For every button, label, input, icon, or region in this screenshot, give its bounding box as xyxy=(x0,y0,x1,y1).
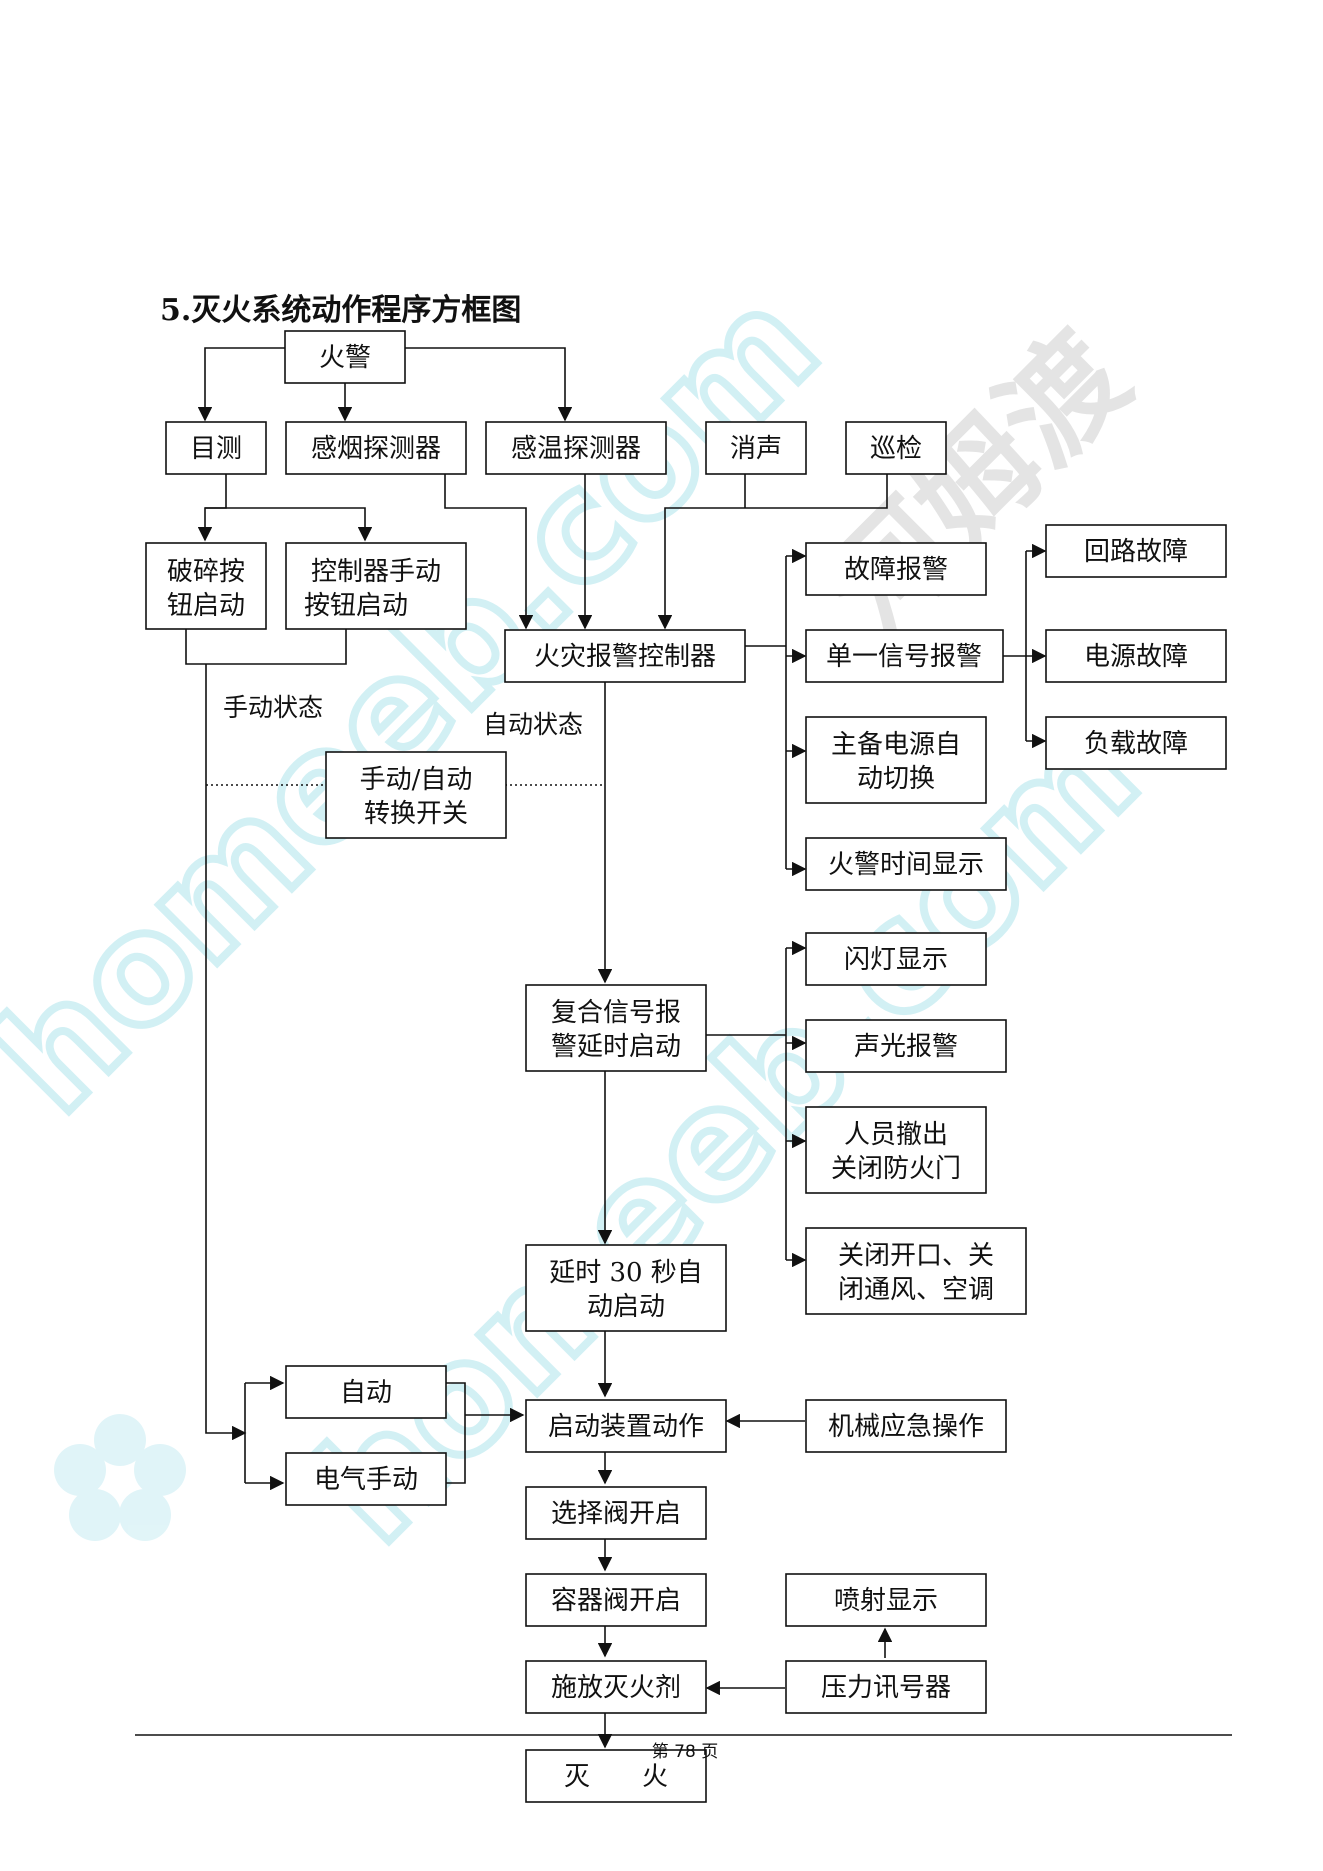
node-label-line1: 关闭开口、关 xyxy=(838,1241,994,1271)
node-pressure-signal: 压力讯号器 xyxy=(785,1660,987,1714)
node-label-line1: 主备电源自 xyxy=(831,730,961,760)
node-evacuate: 人员撤出 关闭防火门 xyxy=(805,1106,987,1194)
node-label-line1: 人员撤出 xyxy=(844,1120,948,1150)
node-label: 施放灭火剂 xyxy=(551,1673,681,1703)
node-label: 感烟探测器 xyxy=(311,434,441,464)
node-label: 自动 xyxy=(340,1378,392,1408)
node-label: 火警 xyxy=(319,343,371,373)
node-selector-valve: 选择阀开启 xyxy=(525,1486,707,1540)
node-label-line2: 动切换 xyxy=(857,764,935,794)
node-label-line2: 按钮启动 xyxy=(304,591,408,621)
node-auto: 自动 xyxy=(285,1365,447,1419)
node-composite-signal: 复合信号报 警延时启动 xyxy=(525,984,707,1072)
node-label: 火灾报警控制器 xyxy=(534,642,716,672)
node-extinguish: 灭 火 xyxy=(525,1749,707,1803)
node-label-line2: 警延时启动 xyxy=(551,1032,681,1062)
node-label: 巡检 xyxy=(870,434,922,464)
node-label-line2: 闭通风、空调 xyxy=(838,1275,994,1305)
node-mechanical-emergency: 机械应急操作 xyxy=(805,1399,1007,1453)
node-label: 电气手动 xyxy=(314,1465,418,1495)
node-fire-alarm: 火警 xyxy=(284,330,406,384)
node-label: 电源故障 xyxy=(1084,642,1188,672)
node-label: 机械应急操作 xyxy=(828,1412,984,1442)
node-electric-manual: 电气手动 xyxy=(285,1452,447,1506)
node-silence: 消声 xyxy=(705,421,807,475)
manual-state-label: 手动状态 xyxy=(223,693,323,722)
node-power-fault: 电源故障 xyxy=(1045,629,1227,683)
watermark-flower-icon xyxy=(54,1414,186,1541)
node-power-auto-switch: 主备电源自 动切换 xyxy=(805,716,987,804)
node-label-line2: 动启动 xyxy=(587,1292,665,1322)
node-label: 声光报警 xyxy=(854,1032,958,1062)
node-spray-display: 喷射显示 xyxy=(785,1573,987,1627)
node-label-line1: 破碎按 xyxy=(167,557,245,587)
node-label: 故障报警 xyxy=(844,555,948,585)
auto-state-label: 自动状态 xyxy=(483,710,583,739)
node-loop-fault: 回路故障 xyxy=(1045,524,1227,578)
node-label: 闪灯显示 xyxy=(844,945,948,975)
node-start-device: 启动装置动作 xyxy=(525,1399,727,1453)
node-label: 负载故障 xyxy=(1084,729,1188,759)
node-label-line2: 转换开关 xyxy=(364,799,468,829)
node-label: 目测 xyxy=(190,434,242,464)
node-mode-switch: 手动/自动 转换开关 xyxy=(325,751,507,839)
node-load-fault: 负载故障 xyxy=(1045,716,1227,770)
node-label: 喷射显示 xyxy=(834,1586,938,1616)
node-fire-alarm-controller: 火灾报警控制器 xyxy=(504,629,746,683)
node-smoke-detector: 感烟探测器 xyxy=(285,421,467,475)
node-label: 回路故障 xyxy=(1084,537,1188,567)
node-label: 选择阀开启 xyxy=(551,1499,681,1529)
node-label: 灭 火 xyxy=(564,1762,668,1792)
node-label: 压力讯号器 xyxy=(821,1673,951,1703)
node-temp-detector: 感温探测器 xyxy=(485,421,667,475)
node-close-vents: 关闭开口、关 闭通风、空调 xyxy=(805,1227,1027,1315)
node-fault-alarm: 故障报警 xyxy=(805,542,987,596)
node-break-button: 破碎按 钮启动 xyxy=(145,542,267,630)
node-label: 容器阀开启 xyxy=(551,1586,681,1616)
node-patrol: 巡检 xyxy=(845,421,947,475)
node-label-line1: 延时 30 秒自 xyxy=(549,1258,703,1288)
node-fire-time-display: 火警时间显示 xyxy=(805,837,1007,891)
node-label-line1: 复合信号报 xyxy=(551,998,681,1028)
node-visual-inspection: 目测 xyxy=(165,421,267,475)
diagram-title: 5.灭火系统动作程序方框图 xyxy=(160,293,521,328)
node-label: 启动装置动作 xyxy=(548,1412,704,1442)
watermark-text-cn: 河姆渡 xyxy=(802,308,1155,661)
node-label: 感温探测器 xyxy=(511,434,641,464)
node-flash-display: 闪灯显示 xyxy=(805,932,987,986)
node-label-line1: 控制器手动 xyxy=(311,557,441,587)
node-label-line2: 关闭防火门 xyxy=(831,1154,961,1184)
connectors xyxy=(185,347,1047,1749)
node-container-valve: 容器阀开启 xyxy=(525,1573,707,1627)
node-label: 单一信号报警 xyxy=(826,642,982,672)
node-label: 消声 xyxy=(730,434,782,464)
node-sound-light-alarm: 声光报警 xyxy=(805,1019,1007,1073)
page-number: 第 78 页 xyxy=(652,1742,718,1762)
node-label-line2: 钮启动 xyxy=(167,591,245,621)
node-controller-manual-button: 控制器手动 按钮启动 xyxy=(285,542,467,630)
node-label: 火警时间显示 xyxy=(828,850,984,880)
node-release-agent: 施放灭火剂 xyxy=(525,1660,707,1714)
node-single-signal-alarm: 单一信号报警 xyxy=(805,629,1004,683)
node-delay-30s: 延时 30 秒自 动启动 xyxy=(525,1244,727,1332)
node-label-line1: 手动/自动 xyxy=(360,765,473,795)
